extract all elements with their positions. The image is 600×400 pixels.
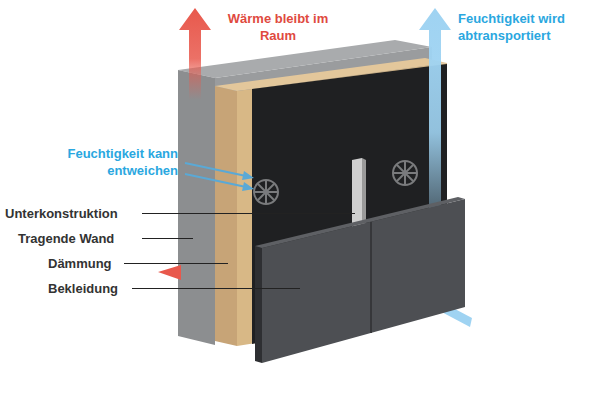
moisture-note: Feuchtigkeit kann entweichen <box>62 145 178 179</box>
moisture-arrow <box>419 8 451 215</box>
wall-side <box>178 70 215 345</box>
cladding-panel <box>262 199 465 363</box>
panel-joint <box>370 222 372 333</box>
part-label: Dämmung <box>48 255 122 272</box>
heat-flap <box>158 265 181 280</box>
profile-front <box>352 158 362 230</box>
fan-icon <box>393 161 417 185</box>
part-label: Tragende Wand <box>18 230 139 247</box>
cladding-side <box>255 246 262 363</box>
profile-side <box>362 158 366 229</box>
heat-note: Wärme bleibt im Raum <box>220 10 336 44</box>
heat-arrow <box>179 8 211 100</box>
moisture-escape-arrows <box>185 163 254 191</box>
fan-icon <box>254 180 278 204</box>
part-label: Unterkonstruktion <box>5 205 139 222</box>
leader-lines <box>124 214 355 289</box>
insulation-side <box>215 86 237 346</box>
part-label: Bekleidung <box>48 280 130 297</box>
moisture-note: Feuchtigkeit wird abtransportiert <box>458 10 596 44</box>
cladding-top <box>255 197 465 248</box>
